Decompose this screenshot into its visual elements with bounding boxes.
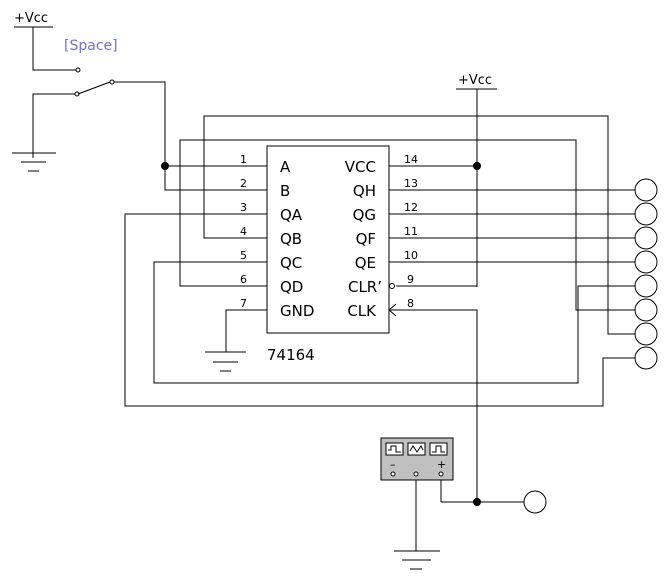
output-lamp-2[interactable]: [634, 202, 658, 226]
pin-number: 9: [407, 273, 414, 286]
vcc-label-right: +Vcc: [458, 73, 492, 88]
junctions: [161, 162, 481, 506]
pin-number: 13: [404, 177, 418, 190]
pin-name: VCC: [345, 158, 376, 176]
pulse-wave-icon: [432, 445, 445, 453]
pin-name: CLR’: [348, 278, 382, 296]
output-lamp-1[interactable]: [634, 178, 658, 202]
wiring: [124, 115, 636, 570]
chip-part-number: 74164: [267, 346, 315, 364]
output-lamp-3[interactable]: [634, 226, 658, 250]
right-pin-stubs: [388, 165, 429, 317]
left-pin-numbers: 1 2 3 4 5 6 7: [240, 153, 247, 310]
pin-number: 6: [240, 273, 247, 286]
pin-name: A: [280, 158, 291, 176]
pin-number: 1: [240, 153, 247, 166]
left-pin-stubs: [229, 165, 267, 311]
junction-dot: [473, 162, 481, 170]
clr-inversion-bubble: [389, 283, 395, 289]
pin-number: 7: [240, 297, 247, 310]
switch-key-label: [Space]: [64, 38, 118, 54]
junction-dot: [473, 498, 481, 506]
triangle-wave-icon: [409, 445, 424, 453]
output-lamps[interactable]: [634, 178, 658, 370]
output-lamp-7[interactable]: [634, 322, 658, 346]
pin-number: 4: [240, 225, 247, 238]
pin-name: QB: [280, 230, 302, 248]
pin-number: 8: [407, 297, 414, 310]
generator-minus-terminal: –: [390, 458, 396, 471]
pin-number: 3: [240, 201, 247, 214]
right-pin-numbers: 14 13 12 11 10 9 8: [404, 153, 418, 310]
pin-name: CLK: [347, 302, 377, 320]
output-lamp-8[interactable]: [634, 346, 658, 370]
ground-left: [12, 152, 56, 172]
vcc-source-left: +Vcc: [14, 11, 53, 28]
square-wave-icon: [388, 445, 401, 453]
pin-number: 10: [404, 249, 418, 262]
pin-name: QA: [280, 206, 303, 224]
generator-plus-terminal: +: [437, 458, 446, 471]
clk-edge-marker: [388, 303, 397, 317]
pin-name: GND: [280, 302, 314, 320]
pin-name: QD: [280, 278, 303, 296]
output-lamp-5[interactable]: [634, 274, 658, 298]
pin-number: 2: [240, 177, 247, 190]
pin-number: 12: [404, 201, 418, 214]
vcc-label-left: +Vcc: [14, 11, 48, 26]
pin-name: QF: [356, 230, 376, 248]
junction-dot: [161, 162, 169, 170]
vcc-source-right: +Vcc: [456, 73, 497, 287]
pin-number: 5: [240, 249, 247, 262]
pin-number: 11: [404, 225, 418, 238]
pin-name: QG: [353, 206, 376, 224]
right-pin-names: VCC QH QG QF QE CLR’ CLK: [345, 158, 382, 320]
pin-name: QC: [280, 254, 302, 272]
clock-probe-lamp[interactable]: [523, 490, 547, 514]
function-generator[interactable]: – +: [380, 437, 454, 481]
ic-74164: 74164: [266, 145, 390, 364]
pin-number: 14: [404, 153, 418, 166]
pin-name: B: [280, 182, 290, 200]
pin-name: QE: [355, 254, 376, 272]
output-lamp-4[interactable]: [634, 250, 658, 274]
input-switch[interactable]: [Space]: [32, 27, 166, 166]
output-lamp-6[interactable]: [634, 298, 658, 322]
pin-name: QH: [353, 182, 376, 200]
left-pin-names: A B QA QB QC QD GND: [280, 158, 314, 320]
